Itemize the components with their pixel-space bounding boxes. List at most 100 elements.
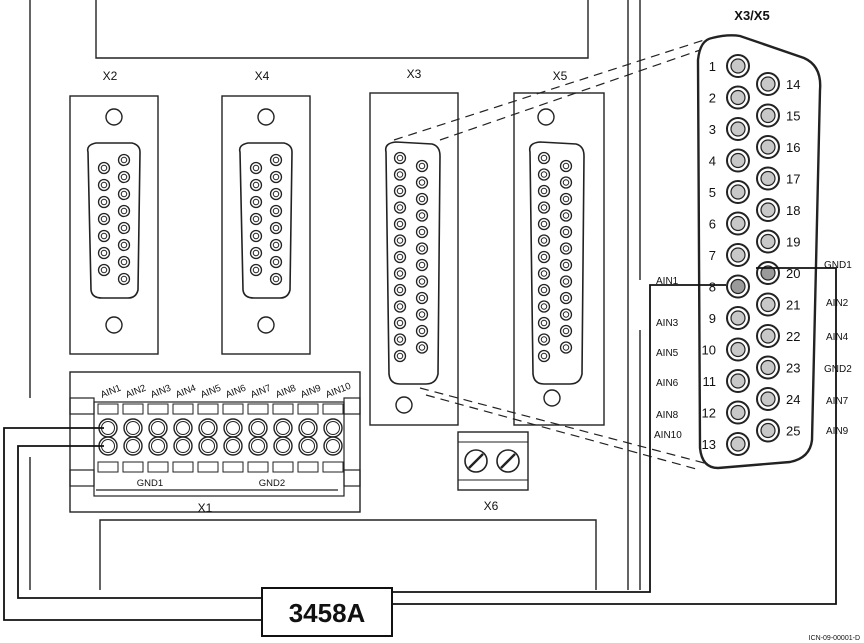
pin-socket [97,246,111,260]
signal-ain5: AIN5 [656,348,679,359]
terminal-screw [173,418,193,438]
pin-socket [117,204,131,218]
pin-socket [559,291,573,305]
terminal-screw [323,436,343,456]
pin-socket [559,258,573,272]
pin-socket [117,238,131,252]
signal-labels: AIN1 AIN3 AIN5 AIN6 AIN8 AIN10 GND1 AIN2… [654,260,852,441]
pin-socket [415,209,429,222]
pin-socket [559,192,573,206]
pin-socket [415,275,429,288]
pin-socket [249,178,263,192]
pin-socket [756,324,780,348]
pin-number: 20 [786,266,800,281]
meter-label: 3458A [289,598,366,628]
pin-socket [393,300,407,313]
terminal-slot [272,403,294,415]
terminal-screw [173,436,193,456]
pin-number: 11 [703,374,717,389]
label-x3: X3 [407,67,422,81]
signal-ain9: AIN9 [826,426,849,437]
pin-number: 7 [709,248,716,263]
pin-socket [756,418,780,443]
pin-socket [249,195,263,209]
label-x6: X6 [484,499,499,513]
pin-number: 1 [709,59,716,74]
pin-socket [726,432,750,456]
terminal-screw [298,436,318,456]
signal-ain7: AIN7 [826,396,849,407]
signal-ain1: AIN1 [656,276,679,287]
pin-socket [415,159,429,173]
terminal-slot [97,461,119,473]
pin-number: 2 [709,91,716,106]
terminal-screw [273,418,293,438]
pin-socket [726,117,750,141]
pin-socket [726,400,750,425]
terminal-slot [147,403,169,415]
terminal-screw [248,418,268,438]
terminal-slot [197,461,219,473]
pin-number: 24 [786,392,800,407]
pin-socket [249,246,263,260]
terminal-slot [197,403,219,415]
pin-number: 10 [702,343,716,358]
pin-socket [726,274,750,299]
pin-socket [756,355,780,380]
pin-socket [415,242,429,255]
pin-socket [97,178,111,192]
terminal-slot [272,461,294,473]
pin-socket [756,292,780,317]
pin-socket [559,308,573,321]
pin-number: 13 [702,437,716,452]
pin-socket [756,72,780,96]
terminal-screw [198,436,218,456]
terminal-slot [97,403,119,415]
connector-x2 [69,95,159,355]
pin-socket [726,180,750,204]
connector-x5 [513,92,605,426]
pin-socket [117,255,131,269]
document-id: ICN-09-00001-D [809,635,860,642]
pin-socket [249,229,263,243]
pin-socket [269,170,283,184]
pin-socket [117,153,131,167]
pin-socket [537,184,551,198]
connector-x3 [369,92,459,426]
pin-socket [393,267,407,280]
pin-socket [537,250,551,264]
pin-socket [726,306,750,330]
pin-socket [415,192,429,206]
detail-title: X3/X5 [734,8,769,23]
callout-lines [393,39,709,471]
pin-number: 23 [786,361,800,376]
pin-socket [269,204,283,218]
pin-number: 8 [709,280,716,295]
pin-number: 19 [786,235,800,250]
pin-socket [537,267,551,280]
pin-socket [559,275,573,288]
pin-socket [756,135,780,159]
pin-socket [97,195,111,209]
pin-socket [249,212,263,226]
pin-socket [537,234,551,247]
terminal-screw [223,418,243,438]
pin-number: 22 [786,329,800,344]
pin-socket [269,153,283,167]
pin-socket [393,349,407,363]
pin-socket [393,333,407,346]
terminal-screw [223,436,243,456]
pin-socket [393,250,407,264]
pinout-detail [696,34,822,470]
terminal-slot [322,403,344,415]
pin-number: 18 [786,203,800,218]
pin-socket [117,272,131,286]
pin-socket [117,221,131,235]
pin-number: 25 [786,424,800,439]
pin-socket [537,151,551,165]
terminal-screw [123,436,143,456]
pin-socket [393,168,407,181]
pin-number: 3 [709,122,716,137]
signal-ain3: AIN3 [656,318,679,329]
